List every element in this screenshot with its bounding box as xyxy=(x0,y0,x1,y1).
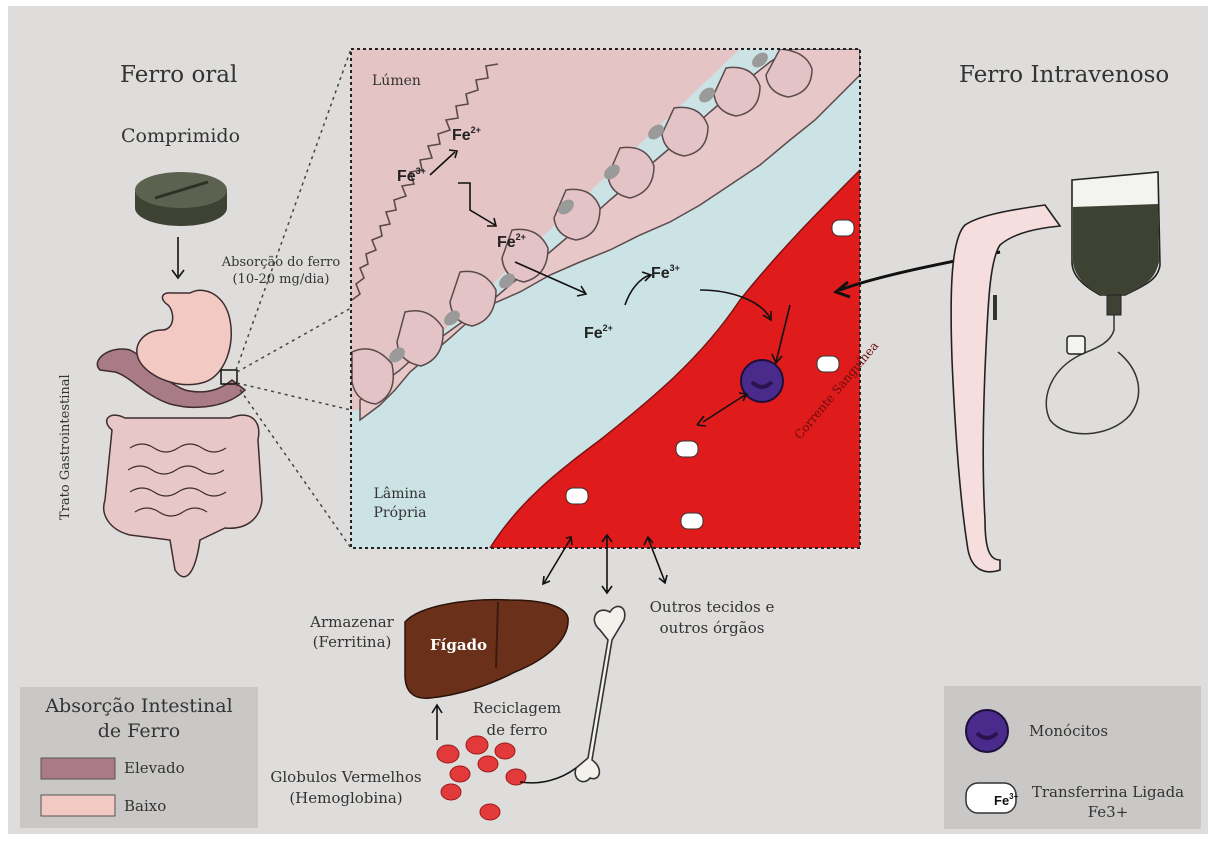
pill-label: Comprimido xyxy=(121,125,240,147)
absorption-label: Absorção do ferro(10-20 mg/dia) xyxy=(212,254,350,288)
intestinal-inset xyxy=(351,49,860,548)
legend-swatch-baixo xyxy=(41,795,115,816)
monocyte xyxy=(741,360,783,402)
store-label: Armazenar(Ferritina) xyxy=(303,612,401,652)
legend-swatch-elevado xyxy=(41,758,115,779)
legend-monocyte-label: Monócitos xyxy=(1029,722,1108,740)
rbc-label: Globulos Vermelhos(Hemoglobina) xyxy=(260,767,432,809)
heading-oral-iron: Ferro oral xyxy=(120,62,237,88)
legend-item-elevado: Elevado xyxy=(124,759,185,777)
lumen-label: Lúmen xyxy=(372,73,421,89)
legend-item-baixo: Baixo xyxy=(124,797,166,815)
liver-label: Fígado xyxy=(430,636,487,654)
gi-tract-label: Trato Gastrointestinal xyxy=(58,374,73,520)
pill-icon xyxy=(135,172,227,226)
heading-iv-iron: Ferro Intravenoso xyxy=(959,62,1169,88)
legend-monocyte-icon xyxy=(966,710,1008,752)
